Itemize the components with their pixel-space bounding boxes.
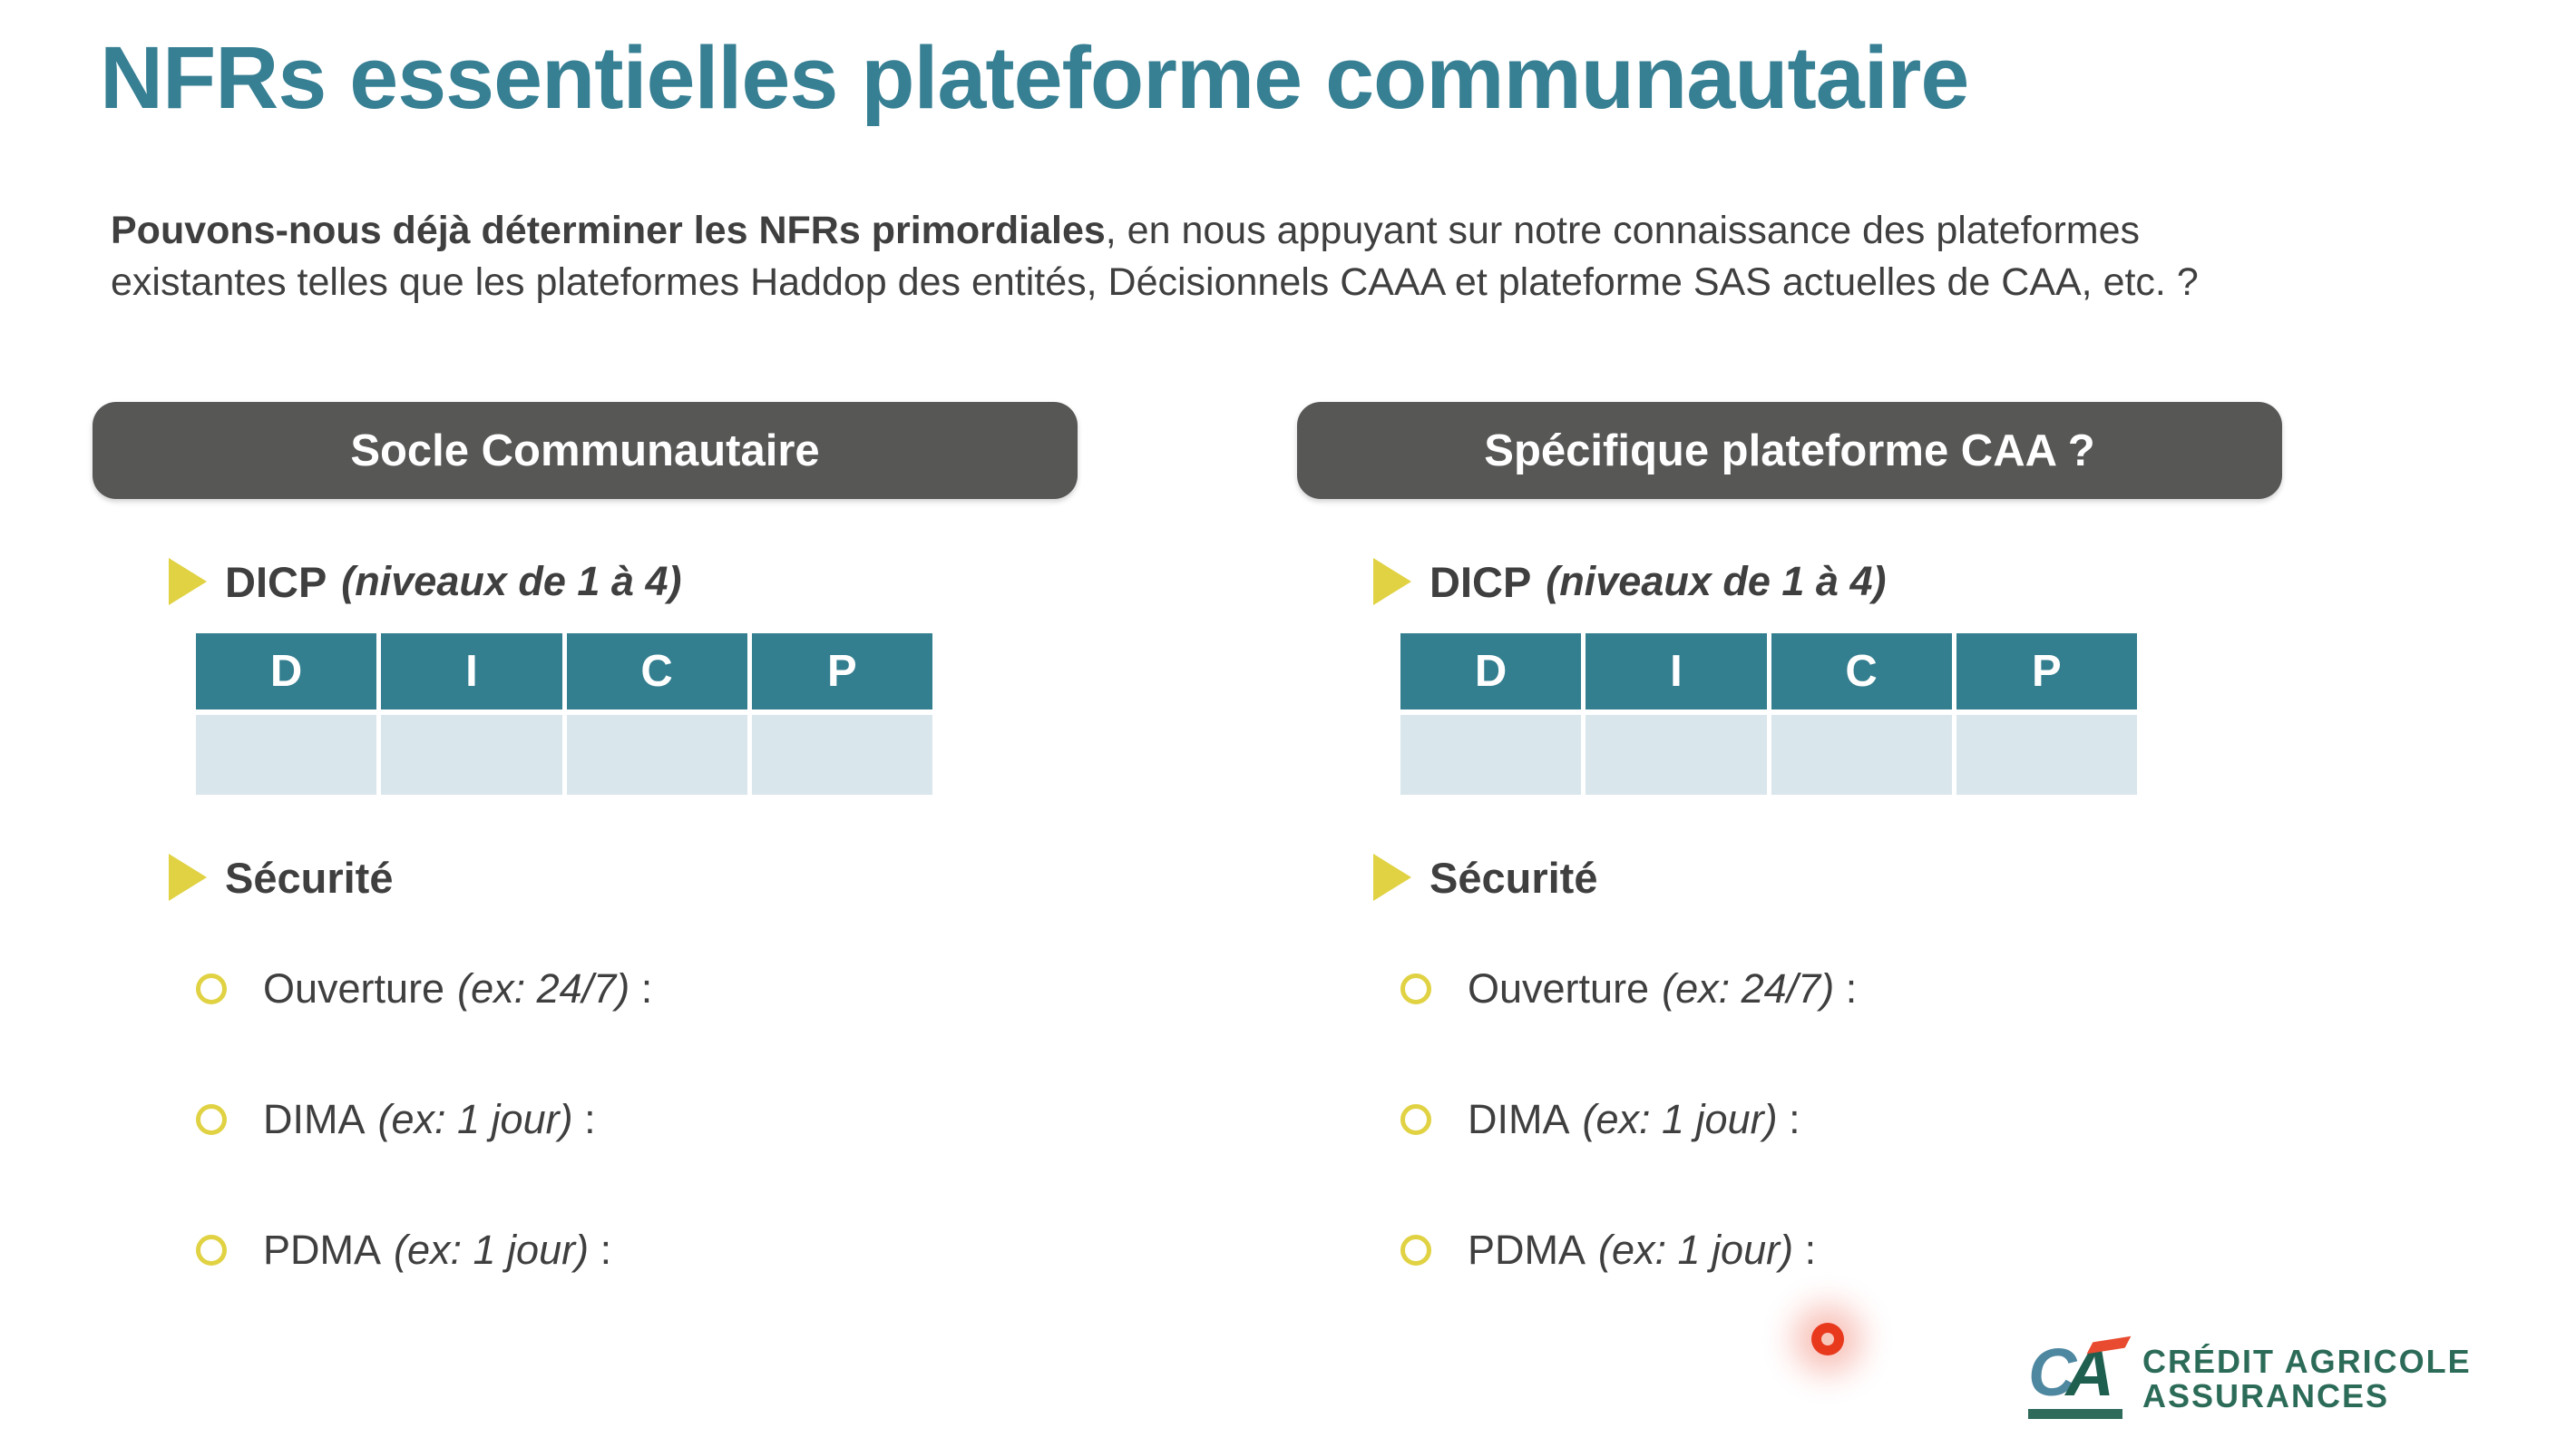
ca-logo-icon: CA xyxy=(2028,1335,2132,1421)
triangle-bullet-icon xyxy=(169,558,207,605)
security-items: Ouverture (ex: 24/7) : DIMA (ex: 1 jour)… xyxy=(1400,964,2282,1276)
item-suffix: : xyxy=(1834,965,1858,1012)
table-header-cell: C xyxy=(1771,633,1952,709)
item-label: Ouverture xyxy=(1468,965,1650,1012)
list-item-ouverture: Ouverture (ex: 24/7) : xyxy=(196,964,1078,1014)
item-label: PDMA xyxy=(263,1227,382,1273)
item-label: DIMA xyxy=(1468,1096,1570,1142)
table-cell xyxy=(566,715,747,795)
table-cell xyxy=(1771,715,1952,795)
column-socle-communautaire: Socle Communautaire DICP (niveaux de 1 à… xyxy=(93,402,1078,1355)
intro-bold-text: Pouvons-nous déjà déterminer les NFRs pr… xyxy=(111,209,1106,252)
item-note: (ex: 1 jour) xyxy=(1598,1227,1794,1273)
triangle-bullet-icon xyxy=(169,854,207,901)
table-header-cell: I xyxy=(381,633,562,709)
ca-logo-letter-c: C xyxy=(2028,1335,2077,1410)
security-heading: Sécurité xyxy=(169,849,1078,905)
circle-bullet-icon xyxy=(196,1235,227,1266)
page-title: NFRs essentielles plateforme communautai… xyxy=(100,28,1969,127)
circle-bullet-icon xyxy=(196,1104,227,1135)
item-label: PDMA xyxy=(1468,1227,1586,1273)
list-item-dima: DIMA (ex: 1 jour) : xyxy=(1400,1094,2282,1145)
column-header-label: Spécifique plateforme CAA ? xyxy=(1484,426,2095,475)
security-heading: Sécurité xyxy=(1373,849,2282,905)
item-suffix: : xyxy=(589,1227,612,1273)
item-note: (ex: 1 jour) xyxy=(1582,1096,1778,1142)
circle-bullet-icon xyxy=(1400,1104,1431,1135)
triangle-bullet-icon xyxy=(1373,854,1411,901)
intro-paragraph: Pouvons-nous déjà déterminer les NFRs pr… xyxy=(111,205,2260,308)
list-item-pdma: PDMA (ex: 1 jour) : xyxy=(196,1225,1078,1276)
item-note: (ex: 1 jour) xyxy=(394,1227,590,1273)
security-items: Ouverture (ex: 24/7) : DIMA (ex: 1 jour)… xyxy=(196,964,1078,1276)
dicp-table: D I C P xyxy=(1400,633,2137,795)
table-cell xyxy=(1586,715,1767,795)
credit-agricole-assurances-logo: CA CRÉDIT AGRICOLE ASSURANCES xyxy=(2028,1335,2472,1421)
security-label: Sécurité xyxy=(1429,853,1598,902)
item-note: (ex: 24/7) xyxy=(457,965,630,1012)
dicp-table: D I C P xyxy=(196,633,932,795)
column-header-label: Socle Communautaire xyxy=(350,426,820,475)
table-cell xyxy=(196,715,377,795)
table-header-cell: I xyxy=(1586,633,1767,709)
intro-rest-text: , en nous appuyant sur notre connaissanc… xyxy=(111,209,2199,304)
list-item-dima: DIMA (ex: 1 jour) : xyxy=(196,1094,1078,1145)
logo-line1: CRÉDIT AGRICOLE xyxy=(2142,1343,2472,1380)
table-cell xyxy=(751,715,932,795)
column-header-socle: Socle Communautaire xyxy=(93,402,1078,499)
dicp-label: DICP xyxy=(225,557,327,606)
logo-line2: ASSURANCES xyxy=(2142,1377,2390,1414)
circle-bullet-icon xyxy=(196,973,227,1004)
item-suffix: : xyxy=(1793,1227,1817,1273)
triangle-bullet-icon xyxy=(1373,558,1411,605)
circle-bullet-icon xyxy=(1400,1235,1431,1266)
table-header-cell: D xyxy=(1400,633,1582,709)
laser-pointer-dot xyxy=(1811,1323,1844,1355)
item-label: DIMA xyxy=(263,1096,366,1142)
dicp-label: DICP xyxy=(1429,557,1532,606)
table-cell xyxy=(1956,715,2137,795)
circle-bullet-icon xyxy=(1400,973,1431,1004)
list-item-pdma: PDMA (ex: 1 jour) : xyxy=(1400,1225,2282,1276)
table-header-cell: C xyxy=(566,633,747,709)
item-note: (ex: 24/7) xyxy=(1662,965,1835,1012)
ca-logo-underline xyxy=(2028,1409,2122,1419)
table-header-cell: P xyxy=(1956,633,2137,709)
dicp-heading: DICP (niveaux de 1 à 4) xyxy=(1373,553,2282,610)
dicp-note: (niveaux de 1 à 4) xyxy=(1546,558,1887,604)
table-header-cell: D xyxy=(196,633,377,709)
table-cell xyxy=(381,715,562,795)
dicp-note: (niveaux de 1 à 4) xyxy=(341,558,682,604)
list-item-ouverture: Ouverture (ex: 24/7) : xyxy=(1400,964,2282,1014)
item-label: Ouverture xyxy=(263,965,445,1012)
item-suffix: : xyxy=(629,965,653,1012)
table-header-cell: P xyxy=(751,633,932,709)
table-cell xyxy=(1400,715,1582,795)
column-header-caa: Spécifique plateforme CAA ? xyxy=(1297,402,2282,499)
item-suffix: : xyxy=(572,1096,596,1142)
dicp-heading: DICP (niveaux de 1 à 4) xyxy=(169,553,1078,610)
logo-text: CRÉDIT AGRICOLE ASSURANCES xyxy=(2142,1339,2472,1421)
security-label: Sécurité xyxy=(225,853,394,902)
item-suffix: : xyxy=(1777,1096,1800,1142)
column-specifique-caa: Spécifique plateforme CAA ? DICP (niveau… xyxy=(1297,402,2282,1355)
item-note: (ex: 1 jour) xyxy=(377,1096,573,1142)
